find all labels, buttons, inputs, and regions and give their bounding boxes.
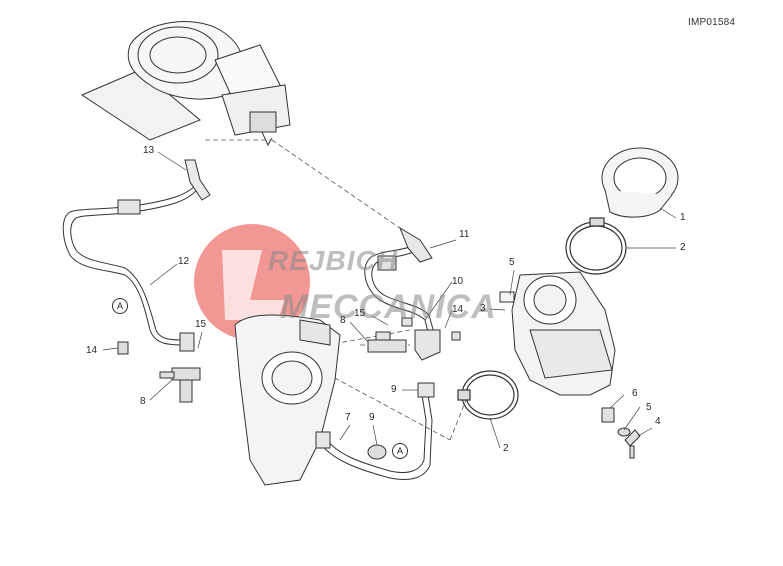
ref-label-12: 12 xyxy=(178,256,190,267)
injector-8-left xyxy=(159,367,201,403)
ref-label-5-lower: 5 xyxy=(646,402,652,413)
throttle-body xyxy=(499,271,616,396)
ref-label-8-right: 8 xyxy=(340,315,346,326)
ref-label-4: 4 xyxy=(655,416,661,427)
hose-clamp-2-lower xyxy=(457,370,519,420)
ref-label-14-left: 14 xyxy=(86,345,98,356)
callout-a-left: A xyxy=(112,298,128,314)
bolt-4 xyxy=(624,429,641,459)
intake-manifold xyxy=(234,314,341,486)
ref-label-14-right: 14 xyxy=(452,304,464,315)
ref-label-5-upper: 5 xyxy=(509,257,515,268)
ref-label-3: 3 xyxy=(480,303,486,314)
watermark-line-2: MECCANICA xyxy=(280,288,497,326)
injector-8-right xyxy=(367,331,407,353)
ref-label-2-upper: 2 xyxy=(680,242,686,253)
leader-lines xyxy=(102,151,677,449)
washer-5 xyxy=(617,427,631,437)
fuel-hose-12 xyxy=(62,179,201,352)
vent-hose-7 xyxy=(315,394,433,480)
ref-label-1: 1 xyxy=(680,212,686,223)
ref-label-9-mid: 9 xyxy=(391,384,397,395)
screw-14-left xyxy=(117,341,129,355)
ref-label-7: 7 xyxy=(345,412,351,423)
watermark-line-1: REJBICH xyxy=(268,245,398,276)
hose-clamp-2-upper xyxy=(565,217,627,275)
ref-label-6: 6 xyxy=(632,388,638,399)
callout-a-bottom: A xyxy=(392,443,408,459)
watermark-logo xyxy=(194,224,310,340)
spacer-6 xyxy=(601,407,615,423)
airbox-assembly xyxy=(80,21,291,147)
ref-label-15-right: 15 xyxy=(354,308,366,319)
clamp-9-mid xyxy=(417,382,435,398)
ref-label-11: 11 xyxy=(459,229,470,240)
ref-label-9-bottom: 9 xyxy=(369,412,375,423)
ref-label-13: 13 xyxy=(143,145,155,156)
ref-label-8-left: 8 xyxy=(140,396,146,407)
clamp-9-bottom xyxy=(367,444,387,460)
air-funnel-1 xyxy=(601,147,679,218)
fuel-hose-11 xyxy=(364,226,437,341)
ref-label-10: 10 xyxy=(452,276,464,287)
ref-label-15-left: 15 xyxy=(195,319,207,330)
fuel-rail-10 xyxy=(401,317,461,361)
ref-label-2-lower: 2 xyxy=(503,443,509,454)
diagram-code-label: IMP01584 xyxy=(688,17,736,28)
hose-connector-13 xyxy=(184,159,211,201)
